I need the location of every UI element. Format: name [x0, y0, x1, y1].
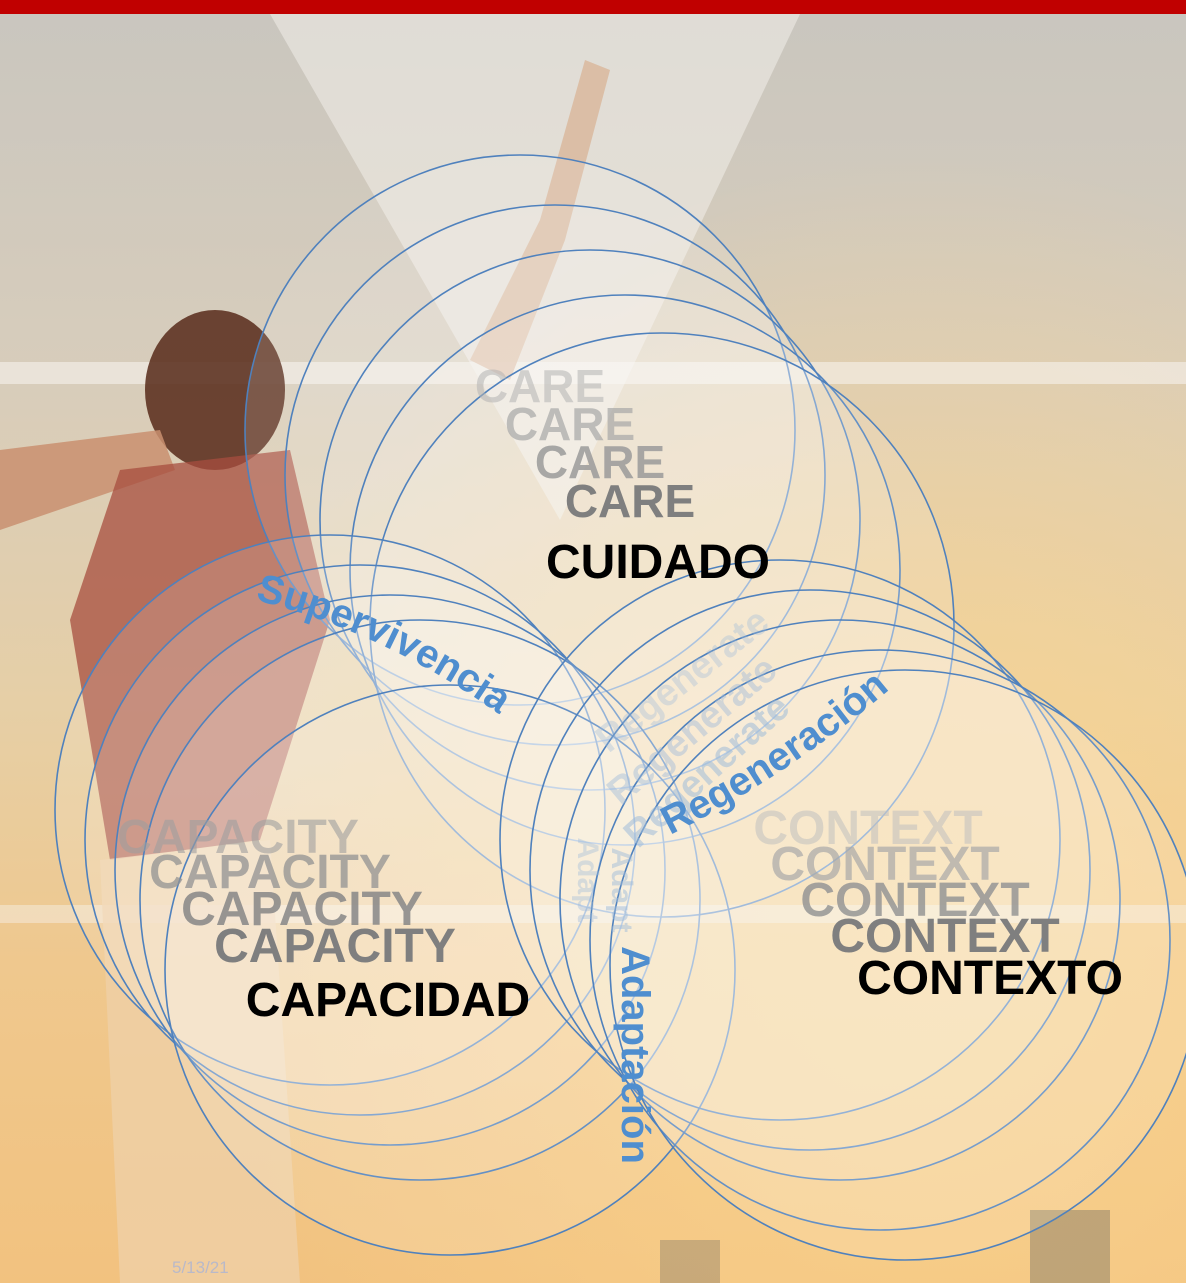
adaptacion-label: Adaptación: [613, 946, 657, 1164]
care-circle-3: [319, 249, 861, 791]
capacity-circle-4: [139, 619, 701, 1181]
context-circle-2: [529, 589, 1091, 1151]
capacity-circle-1: [54, 534, 606, 1086]
capacity-circle-3: [114, 594, 666, 1146]
adapt-ghost-label: Adapt: [571, 838, 604, 923]
context-label: CONTEXT: [830, 910, 1059, 963]
context-circle-5: [609, 669, 1186, 1261]
contexto-label: CONTEXTO: [857, 952, 1123, 1005]
context-circle-3: [559, 619, 1121, 1181]
care-ghost-label: CARE: [475, 360, 605, 412]
slide-date: 5/13/21: [172, 1258, 229, 1277]
capacity-ghost-label: CAPACITY: [181, 883, 423, 936]
care-ghost-label: CARE: [535, 436, 665, 488]
context-circle-4: [589, 649, 1171, 1231]
care-circle-1: [244, 154, 796, 706]
care-ghost-label: CARE: [505, 398, 635, 450]
context-ghost-label: CONTEXT: [800, 874, 1029, 927]
context-ghost-label: CONTEXT: [770, 838, 999, 891]
capacity-circle-5: [164, 684, 736, 1256]
care-label: CARE: [565, 475, 695, 527]
context-circle-1: [499, 559, 1061, 1121]
cuidado-label: CUIDADO: [546, 536, 770, 589]
capacity-ghost-label: CAPACITY: [117, 811, 359, 864]
adapt-ghost-label: Adapt: [605, 848, 638, 933]
capacity-ghost-label: CAPACITY: [149, 846, 391, 899]
capacidad-label: CAPACIDAD: [246, 974, 530, 1027]
capacity-label: CAPACITY: [214, 920, 456, 973]
accent-bar: [0, 0, 1186, 14]
context-ghost-label: CONTEXT: [753, 802, 982, 855]
care-circle-2: [284, 204, 826, 746]
